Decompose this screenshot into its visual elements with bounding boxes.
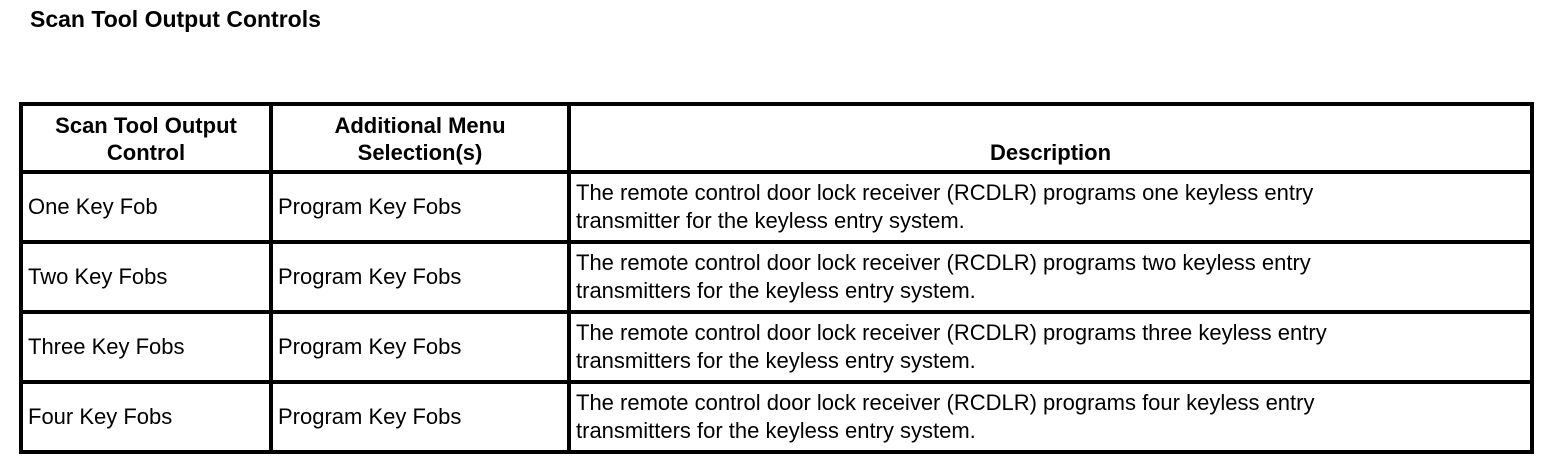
table-row: One Key Fob Program Key Fobs The remote … [19,170,1534,244]
output-controls-table: Scan Tool Output Control Additional Menu… [19,102,1534,454]
cell-control: Two Key Fobs [19,240,273,314]
table-body: One Key Fob Program Key Fobs The remote … [19,170,1534,454]
header-row: Scan Tool Output Control Additional Menu… [19,102,1534,174]
table-row: Two Key Fobs Program Key Fobs The remote… [19,240,1534,314]
cell-menu: Program Key Fobs [269,170,571,244]
cell-menu: Program Key Fobs [269,380,571,454]
cell-menu: Program Key Fobs [269,240,571,314]
header-cell-control: Scan Tool Output Control [19,102,273,174]
page-title: Scan Tool Output Controls [30,6,321,32]
header-cell-description: Description [567,102,1534,174]
cell-description: The remote control door lock receiver (R… [567,170,1534,244]
cell-description: The remote control door lock receiver (R… [567,310,1534,384]
cell-description: The remote control door lock receiver (R… [567,380,1534,454]
table-header: Scan Tool Output Control Additional Menu… [19,102,1534,174]
cell-description: The remote control door lock receiver (R… [567,240,1534,314]
cell-control: Four Key Fobs [19,380,273,454]
header-cell-menu: Additional Menu Selection(s) [269,102,571,174]
table-row: Three Key Fobs Program Key Fobs The remo… [19,310,1534,384]
cell-control: One Key Fob [19,170,273,244]
cell-control: Three Key Fobs [19,310,273,384]
table-row: Four Key Fobs Program Key Fobs The remot… [19,380,1534,454]
cell-menu: Program Key Fobs [269,310,571,384]
